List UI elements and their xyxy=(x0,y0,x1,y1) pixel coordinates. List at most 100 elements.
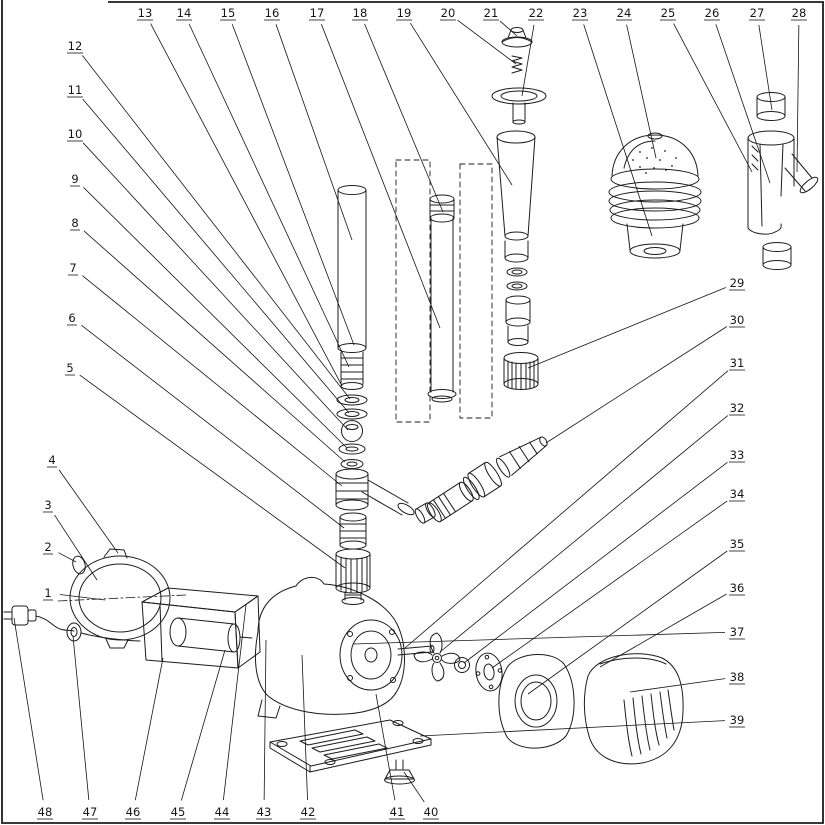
valve-washer-2 xyxy=(336,408,368,420)
riser-tube-1 xyxy=(337,185,367,390)
leader-line-29 xyxy=(527,287,727,369)
leader-line-28 xyxy=(796,24,800,173)
leader-line-47 xyxy=(72,635,90,801)
nozzle-connector xyxy=(505,295,531,346)
leader-line-2 xyxy=(58,552,77,563)
part-number-33: 33 xyxy=(730,448,745,462)
part-number-11: 11 xyxy=(68,83,83,97)
outlet-strainer xyxy=(335,548,371,605)
nozzle-cone xyxy=(496,130,536,263)
leader-line-46 xyxy=(134,657,164,801)
part-number-43: 43 xyxy=(257,805,272,819)
side-outlet xyxy=(361,479,436,524)
nozzle-cap xyxy=(501,27,533,48)
leader-line-3 xyxy=(54,514,98,581)
leader-line-20 xyxy=(457,19,517,65)
part-number-22: 22 xyxy=(529,6,544,20)
motor-stator xyxy=(141,587,261,669)
leader-line-21 xyxy=(499,20,518,37)
diverter-body xyxy=(747,92,819,270)
nozzle-disc xyxy=(491,87,547,125)
power-cord xyxy=(3,605,141,642)
part-number-38: 38 xyxy=(730,670,745,684)
part-number-15: 15 xyxy=(221,6,236,20)
leader-line-44 xyxy=(222,604,247,801)
leader-line-6 xyxy=(81,325,345,529)
part-number-17: 17 xyxy=(310,6,325,20)
part-number-32: 32 xyxy=(730,401,745,415)
part-number-27: 27 xyxy=(750,6,765,20)
leader-line-34 xyxy=(491,500,728,669)
alt-tube-box-1 xyxy=(395,159,431,423)
leader-line-7 xyxy=(82,275,343,487)
leader-line-43 xyxy=(263,639,267,801)
leader-line-39 xyxy=(419,720,726,737)
part-number-4: 4 xyxy=(48,453,55,467)
leader-line-4 xyxy=(58,469,119,554)
rotor xyxy=(169,617,253,653)
part-number-25: 25 xyxy=(661,6,676,20)
hose-connector xyxy=(427,436,548,523)
part-number-42: 42 xyxy=(301,805,316,819)
leader-line-18 xyxy=(364,23,444,213)
part-number-3: 3 xyxy=(44,498,51,512)
leader-line-45 xyxy=(180,649,226,801)
leader-line-5 xyxy=(79,374,346,569)
leader-line-26 xyxy=(715,24,771,184)
nozzle-washers xyxy=(506,267,528,291)
part-number-48: 48 xyxy=(38,805,53,819)
part-number-18: 18 xyxy=(353,6,368,20)
part-number-39: 39 xyxy=(730,713,745,727)
seal-plate xyxy=(475,652,503,692)
part-number-34: 34 xyxy=(730,487,745,501)
part-number-23: 23 xyxy=(573,6,588,20)
intake-housing xyxy=(498,653,575,749)
valve-washer-1 xyxy=(336,394,368,406)
leader-line-11 xyxy=(82,98,350,414)
leader-line-25 xyxy=(673,23,753,173)
fountain-head xyxy=(608,132,702,259)
part-number-6: 6 xyxy=(68,311,75,325)
leader-line-31 xyxy=(404,370,729,649)
pump-cover xyxy=(57,548,187,649)
leader-line-40 xyxy=(403,771,425,803)
part-number-47: 47 xyxy=(83,805,98,819)
suction-cup xyxy=(384,759,415,785)
part-number-10: 10 xyxy=(68,127,83,141)
part-number-45: 45 xyxy=(171,805,186,819)
pump-body xyxy=(254,577,405,719)
leader-line-9 xyxy=(83,187,348,449)
leader-line-14 xyxy=(188,23,350,368)
part-number-19: 19 xyxy=(397,6,412,20)
part-number-41: 41 xyxy=(390,805,405,819)
valve-ball xyxy=(341,420,363,442)
leader-line-41 xyxy=(375,693,396,801)
leader-line-16 xyxy=(275,24,353,241)
part-number-9: 9 xyxy=(71,172,78,186)
toothed-coupling xyxy=(503,352,539,390)
part-number-8: 8 xyxy=(71,216,78,230)
part-number-20: 20 xyxy=(441,6,456,20)
part-number-21: 21 xyxy=(484,6,499,20)
riser-tube-2 xyxy=(427,194,457,403)
impeller xyxy=(413,632,461,682)
part-number-40: 40 xyxy=(424,805,439,819)
leader-line-10 xyxy=(82,142,349,431)
part-number-26: 26 xyxy=(705,6,720,20)
part-number-29: 29 xyxy=(730,276,745,290)
part-number-14: 14 xyxy=(177,6,192,20)
leader-line-27 xyxy=(758,24,773,111)
strainer-cover xyxy=(583,653,684,765)
part-number-7: 7 xyxy=(69,261,76,275)
part-number-16: 16 xyxy=(265,6,280,20)
leader-line-38 xyxy=(629,678,726,693)
cover-o-ring xyxy=(72,555,86,575)
part-number-31: 31 xyxy=(730,356,745,370)
leader-line-17 xyxy=(320,24,441,329)
leader-line-37 xyxy=(352,631,726,645)
leader-line-13 xyxy=(150,23,343,387)
leader-line-42 xyxy=(301,654,308,801)
nozzle-spring xyxy=(511,55,523,74)
